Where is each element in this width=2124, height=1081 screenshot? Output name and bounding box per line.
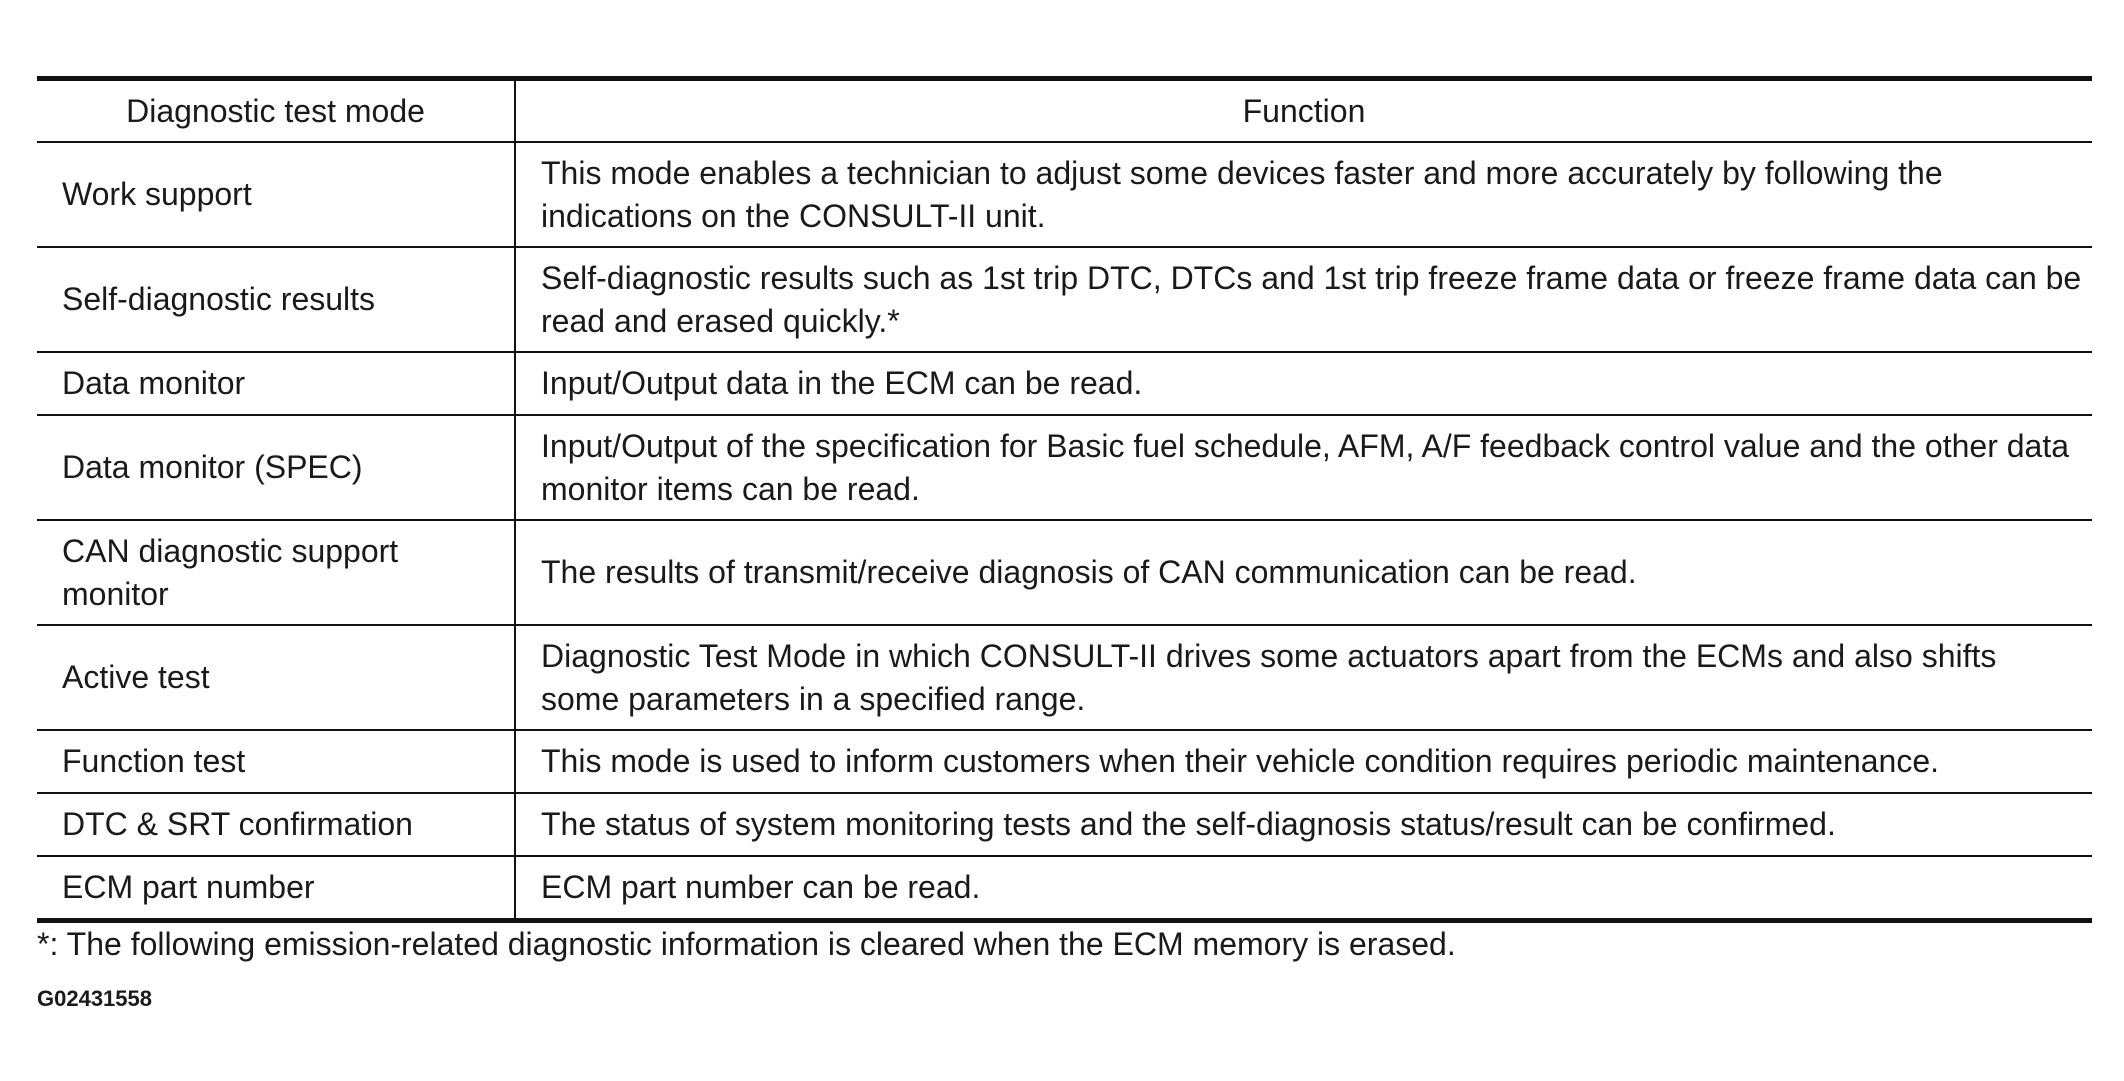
mode-cell: Data monitor (SPEC) <box>37 414 516 520</box>
table-row: ECM part number ECM part number can be r… <box>37 855 2092 921</box>
mode-cell: ECM part number <box>37 855 516 921</box>
header-diagnostic-test-mode: Diagnostic test mode <box>37 78 516 143</box>
table-row: Data monitor Input/Output data in the EC… <box>37 351 2092 415</box>
table-row: Self-diagnostic results Self-diagnostic … <box>37 246 2092 352</box>
mode-cell: DTC & SRT confirmation <box>37 792 516 856</box>
function-cell: The status of system monitoring tests an… <box>515 792 2092 856</box>
table-row: Work support This mode enables a technic… <box>37 141 2092 247</box>
table-row: CAN diagnostic support monitor The resul… <box>37 519 2092 625</box>
table-row: DTC & SRT confirmation The status of sys… <box>37 792 2092 856</box>
mode-cell: CAN diagnostic support monitor <box>37 519 516 625</box>
function-cell: This mode is used to inform customers wh… <box>515 729 2092 793</box>
function-cell: Self-diagnostic results such as 1st trip… <box>515 246 2092 352</box>
mode-cell: Work support <box>37 141 516 247</box>
header-function: Function <box>515 78 2092 143</box>
function-cell: Input/Output data in the ECM can be read… <box>515 351 2092 415</box>
diagnostic-mode-table: Diagnostic test mode Function Work suppo… <box>37 76 2092 923</box>
function-cell: ECM part number can be read. <box>515 855 2092 921</box>
function-cell: Input/Output of the specification for Ba… <box>515 414 2092 520</box>
table-header-row: Diagnostic test mode Function <box>37 78 2092 143</box>
mode-cell: Function test <box>37 729 516 793</box>
table-row: Data monitor (SPEC) Input/Output of the … <box>37 414 2092 520</box>
mode-cell: Active test <box>37 624 516 730</box>
figure-code: G02431558 <box>37 986 152 1011</box>
table-row: Active test Diagnostic Test Mode in whic… <box>37 624 2092 730</box>
mode-cell: Data monitor <box>37 351 516 415</box>
function-cell: Diagnostic Test Mode in which CONSULT-II… <box>515 624 2092 730</box>
function-cell: This mode enables a technician to adjust… <box>515 141 2092 247</box>
mode-cell: Self-diagnostic results <box>37 246 516 352</box>
table-row: Function test This mode is used to infor… <box>37 729 2092 793</box>
function-cell: The results of transmit/receive diagnosi… <box>515 519 2092 625</box>
footnote: *: The following emission-related diagno… <box>37 926 1456 962</box>
